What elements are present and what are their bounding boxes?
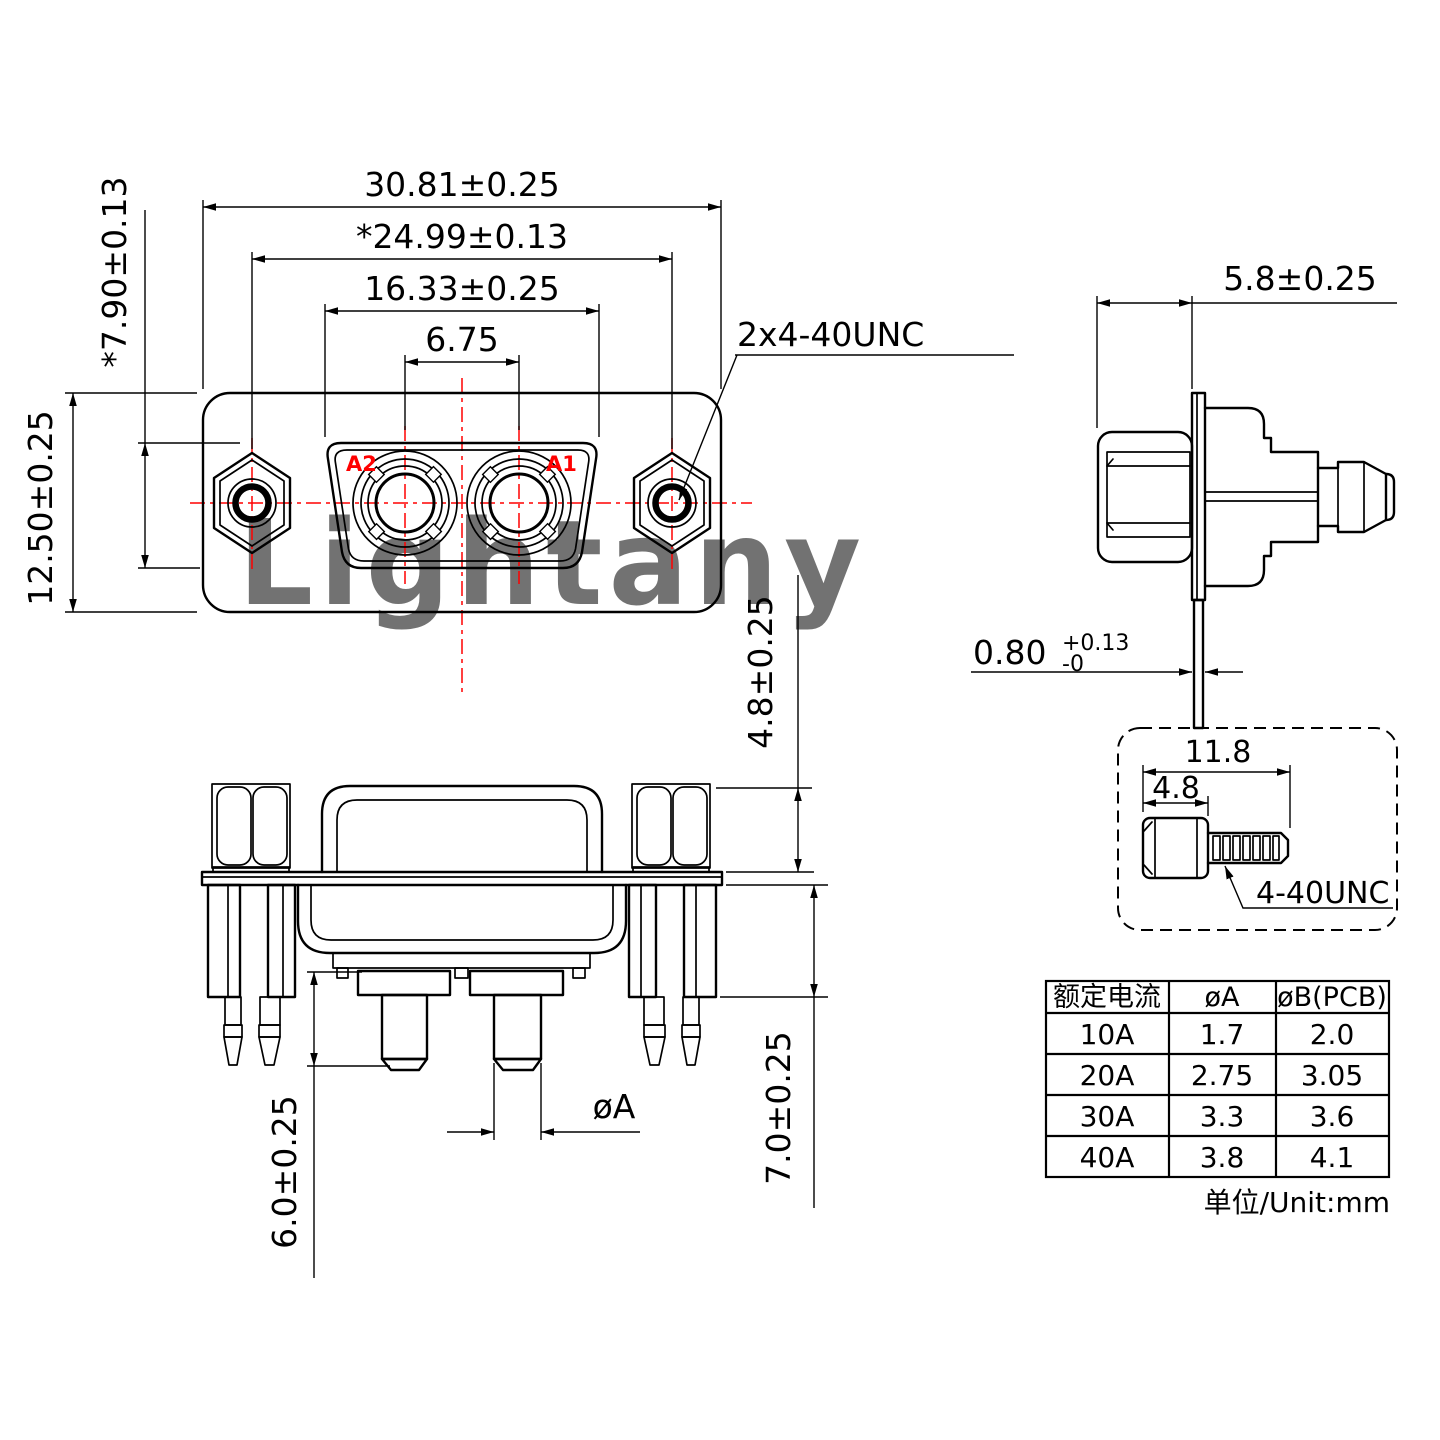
- dim-pin-diameter: øA: [593, 1087, 636, 1126]
- screw-dimensions: 11.8 4.8 4-40UNC: [1142, 735, 1393, 911]
- front-dimensions: 30.81±0.25 *24.99±0.13 16.33±0.25 6.75 1…: [21, 165, 1014, 613]
- dim-screw-total: 11.8: [1185, 735, 1252, 770]
- thread-note: 2x4-40UNC: [737, 315, 924, 354]
- table-cell: 4.1: [1310, 1141, 1355, 1174]
- table-cell: 20A: [1080, 1059, 1135, 1092]
- left-board-locks: [206, 883, 297, 1066]
- table-grid: [1044, 979, 1391, 1179]
- dim-flange-tol-minus: -0: [1062, 652, 1084, 677]
- label-a1: A1: [546, 452, 577, 476]
- table-header-current: 额定电流: [1053, 982, 1161, 1013]
- d-insert: [326, 441, 598, 570]
- table-cell: 3.3: [1200, 1100, 1245, 1133]
- bottom-dimensions: 4.8±0.25 7.0±0.25 6.0±0.25 øA: [265, 575, 828, 1278]
- dim-flange-thickness: 0.80: [973, 633, 1046, 672]
- side-body: [1096, 391, 1396, 730]
- screw-detail: 11.8 4.8 4-40UNC: [1117, 727, 1398, 931]
- dim-insert-height: *7.90±0.13: [95, 176, 134, 367]
- front-view: A2 A1: [21, 165, 1014, 692]
- right-standoff: [631, 783, 711, 873]
- table-header-dia-b: øB(PCB): [1277, 982, 1387, 1013]
- dim-leg-length: 7.0±0.25: [759, 1031, 798, 1185]
- bottom-view: 4.8±0.25 7.0±0.25 6.0±0.25 øA: [200, 575, 828, 1278]
- dim-insert-width: 16.33±0.25: [364, 269, 560, 308]
- table-cell: 3.6: [1310, 1100, 1355, 1133]
- dim-mount-spacing: *24.99±0.13: [356, 217, 568, 256]
- left-standoff: [211, 783, 291, 873]
- right-hex-nut: [632, 451, 712, 555]
- side-dimensions: 5.8±0.25 0.80 +0.13 -0: [971, 259, 1397, 677]
- watermark: Lightany: [238, 494, 867, 632]
- table-unit-note: 单位/Unit:mm: [1204, 1186, 1390, 1219]
- left-power-pin: [356, 969, 452, 1072]
- front-body: A2 A1: [201, 391, 723, 614]
- table-cell: 1.7: [1200, 1018, 1245, 1051]
- dim-standoff-height: 4.8±0.25: [741, 595, 780, 749]
- contact-a1: [466, 450, 572, 556]
- dim-overall-width: 30.81±0.25: [364, 165, 560, 204]
- right-power-pin: [468, 969, 565, 1072]
- screw-thread-label: 4-40UNC: [1256, 876, 1389, 911]
- left-hex-nut: [212, 451, 292, 555]
- table-cell: 10A: [1080, 1018, 1135, 1051]
- table-cell: 40A: [1080, 1141, 1135, 1174]
- screw-body: [1141, 816, 1290, 880]
- right-board-locks: [627, 883, 718, 1066]
- table-cell: 2.75: [1191, 1059, 1253, 1092]
- table-cell: 30A: [1080, 1100, 1135, 1133]
- dim-flange-tol-plus: +0.13: [1062, 631, 1129, 656]
- spec-table: 额定电流 øA øB(PCB) 10A 1.7 2.0 20A 2.75 3.0…: [1044, 979, 1391, 1219]
- contact-a2: [352, 450, 458, 556]
- dim-overall-height: 12.50±0.25: [21, 410, 60, 606]
- side-view: 5.8±0.25 0.80 +0.13 -0: [971, 259, 1397, 730]
- table-cell: 3.8: [1200, 1141, 1245, 1174]
- table-cell: 2.0: [1310, 1018, 1355, 1051]
- dim-depth: 5.8±0.25: [1223, 259, 1377, 298]
- bottom-body: [200, 783, 724, 1072]
- dim-pin-length: 6.0±0.25: [265, 1095, 304, 1249]
- label-a2: A2: [346, 452, 377, 476]
- dim-pin-spacing: 6.75: [425, 320, 498, 359]
- dim-screw-head: 4.8: [1152, 771, 1200, 806]
- table-header-dia-a: øA: [1205, 982, 1241, 1013]
- table-cell: 3.05: [1301, 1059, 1363, 1092]
